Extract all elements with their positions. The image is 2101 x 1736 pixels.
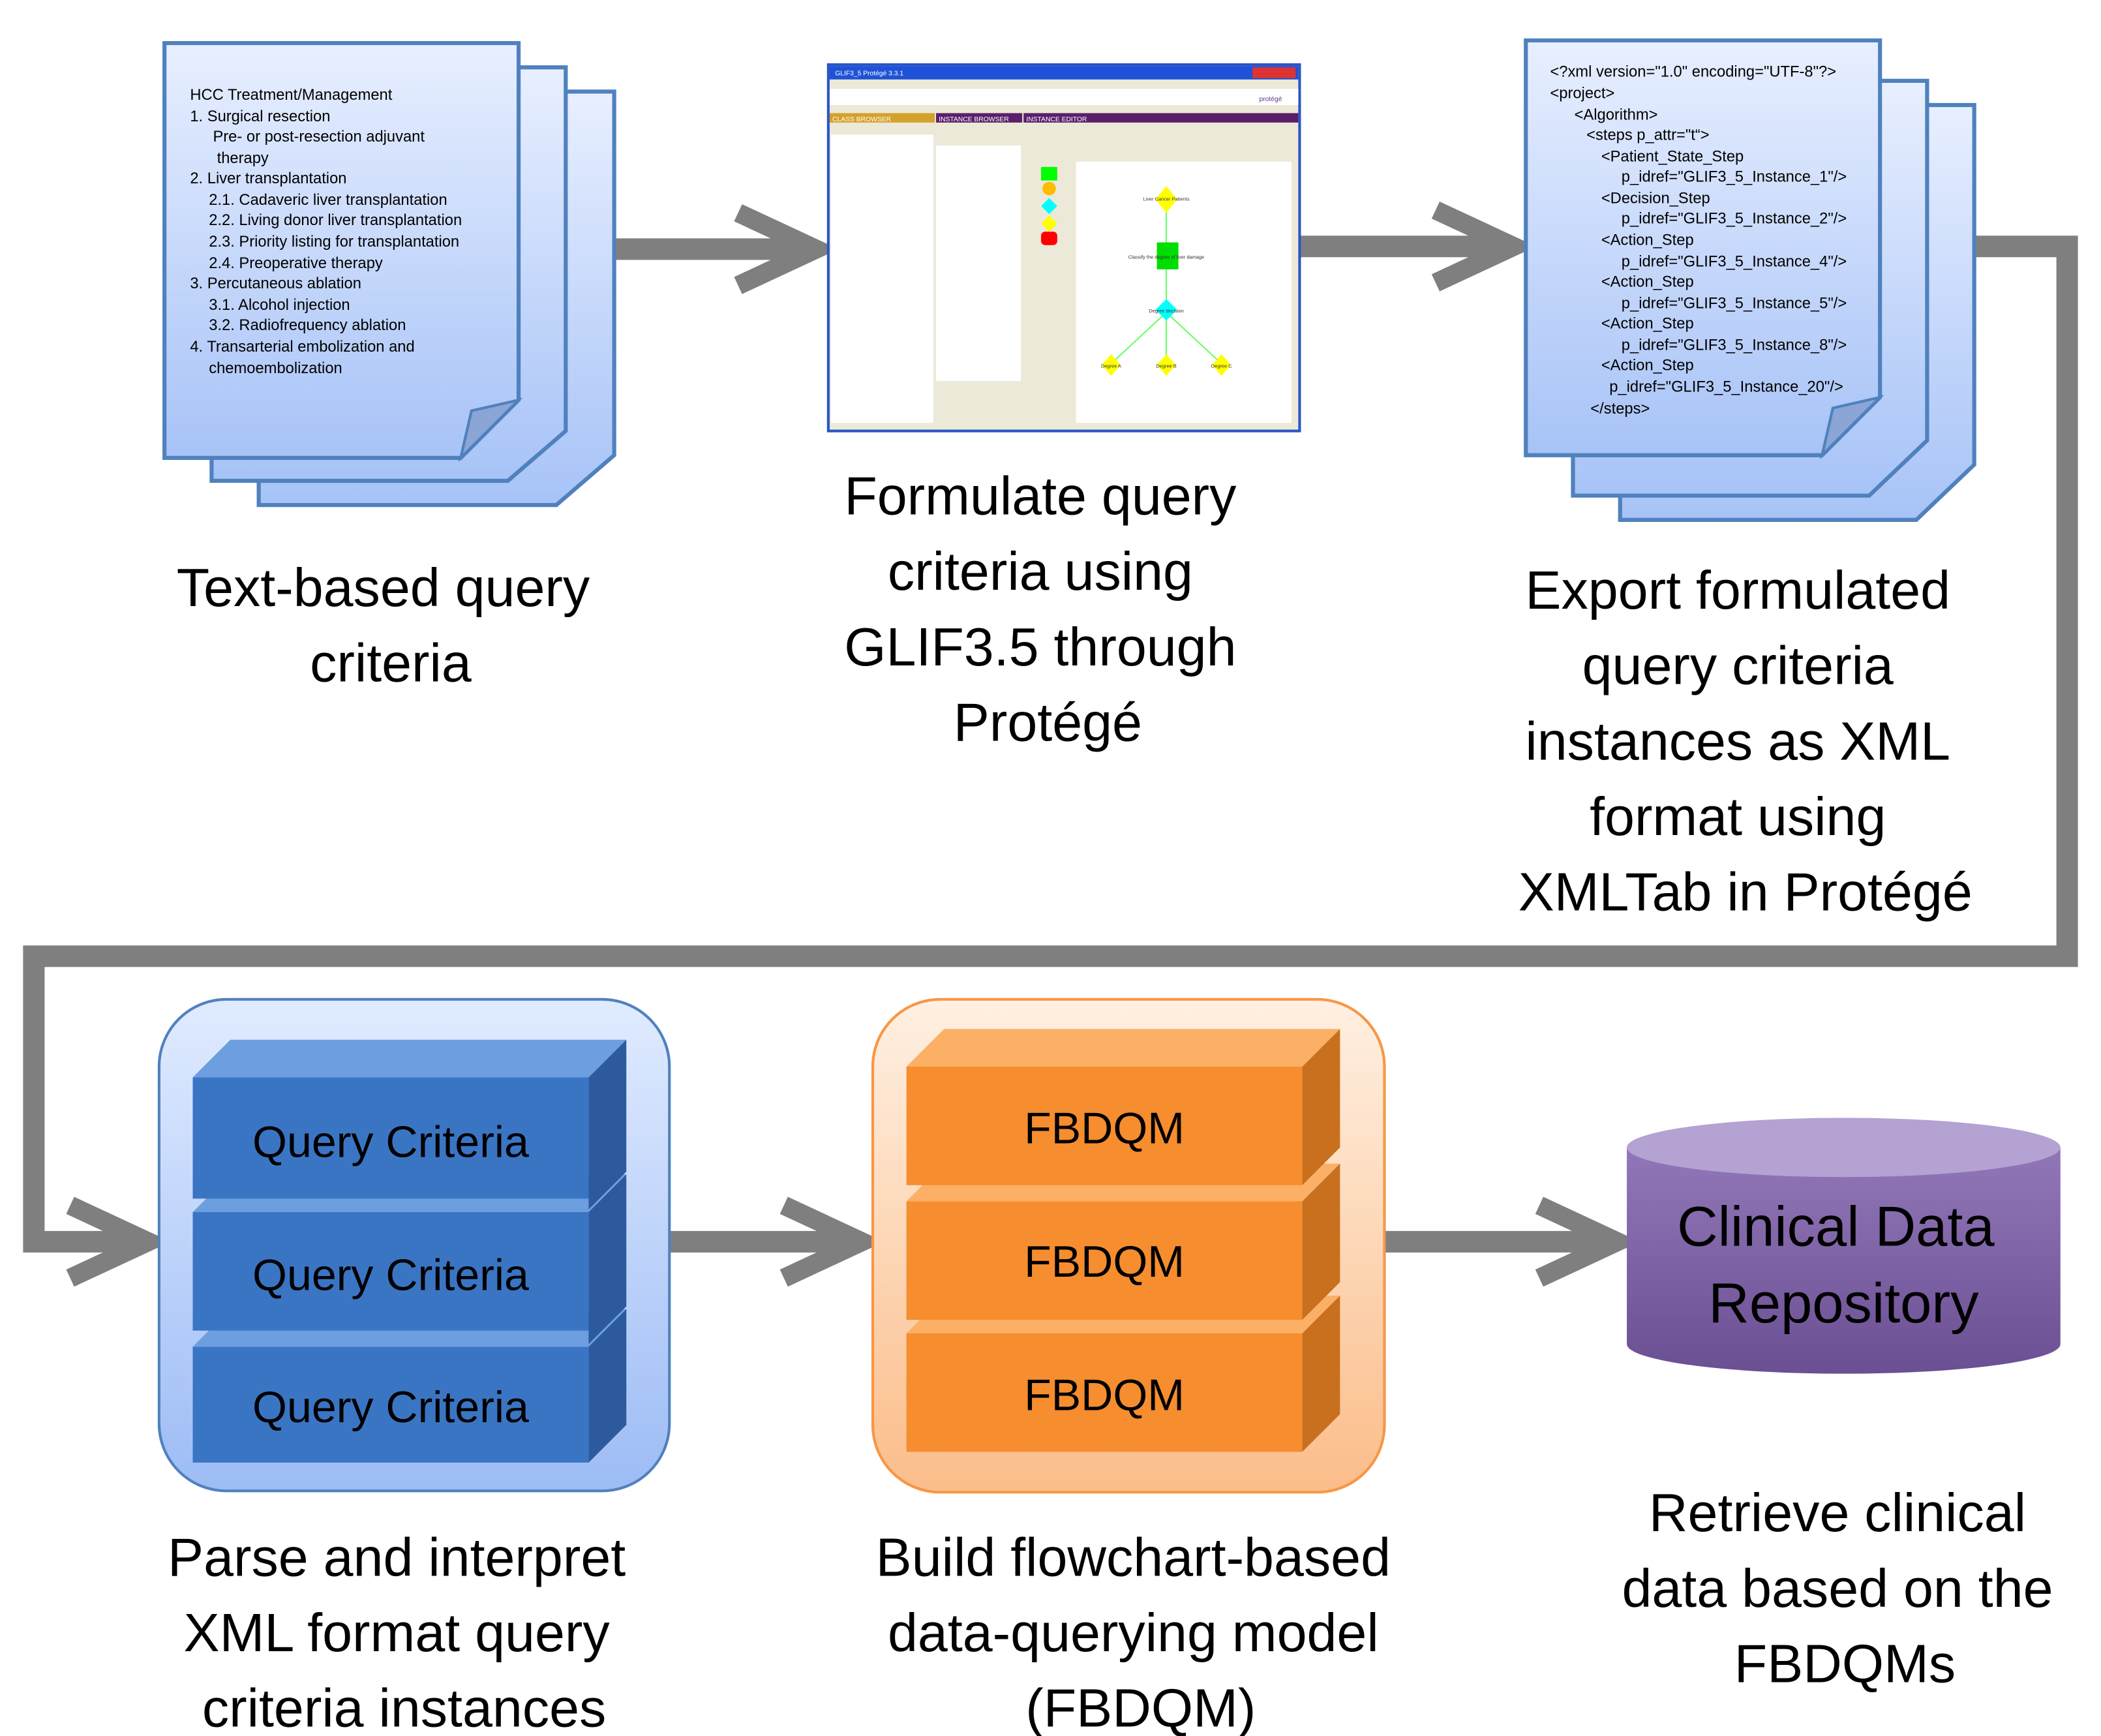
block-label: FBDQM [1024, 1104, 1185, 1153]
arrow-3-to-4 [23, 236, 2078, 1253]
arrow-head-icon [779, 1196, 884, 1287]
text-document-stack: HCC Treatment/Management 1. Surgical res… [162, 40, 616, 508]
query-criteria-group: Query Criteria Query Criteria Query Crit… [157, 997, 671, 1493]
window-title: GLIF3_5 Protégé 3.3.1 [835, 70, 903, 78]
block-label: Query Criteria [252, 1382, 529, 1432]
query-criteria-block: Query Criteria [192, 1039, 627, 1210]
xml-document-stack: <?xml version="1.0" encoding="UTF-8"?> <… [1524, 38, 1976, 522]
query-criteria-block: Query Criteria [192, 1174, 627, 1345]
block-label: Query Criteria [252, 1251, 529, 1300]
block-label: Query Criteria [252, 1117, 529, 1166]
document-text: HCC Treatment/Management 1. Surgical res… [190, 87, 466, 377]
flow-node-label: Degree C [1211, 363, 1232, 369]
flow-node-label: Degree decision [1149, 308, 1184, 314]
step4-caption: Parse and interpret XML format query cri… [168, 1527, 641, 1736]
arrow-head-icon [1535, 1196, 1640, 1287]
arrow-head-icon [66, 1196, 171, 1287]
flow-node-label: Classify the degree of liver damage [1128, 254, 1204, 260]
arrow-head-icon [734, 204, 839, 294]
protege-screenshot: GLIF3_5 Protégé 3.3.1 protégé CLASS BROW… [826, 63, 1301, 433]
panel-header: INSTANCE BROWSER [939, 116, 1009, 123]
step6-caption: Retrieve clinical data based on the FBDQ… [1622, 1483, 2068, 1694]
step5-caption: Build flowchart-based data-querying mode… [876, 1527, 1406, 1736]
panel-header: CLASS BROWSER [832, 116, 891, 123]
fbdqm-block: FBDQM [906, 1295, 1340, 1452]
step1-caption: Text-based query criteria [177, 558, 605, 693]
protege-logo: protégé [1259, 96, 1282, 103]
block-label: FBDQM [1024, 1370, 1185, 1420]
flow-node-label: Degree B [1156, 363, 1176, 369]
xml-text: <?xml version="1.0" encoding="UTF-8"?> <… [1550, 64, 1851, 418]
arrows [23, 201, 2078, 1287]
clinical-data-repository: Clinical Data Repository [1627, 1118, 2061, 1374]
flow-node-label: Liver Cancer Patients [1143, 196, 1190, 202]
arrow-head-icon [1431, 201, 1536, 292]
flow-node-label: Degree A [1101, 363, 1121, 369]
step3-caption: Export formulated query criteria instanc… [1519, 560, 1973, 922]
step2-caption: Formulate query criteria using GLIF3.5 t… [844, 466, 1251, 753]
panel-header: INSTANCE EDITOR [1026, 116, 1087, 123]
fbdqm-group: FBDQM FBDQM FBDQM [871, 997, 1386, 1494]
repository-label: Clinical Data Repository [1677, 1196, 2010, 1335]
fbdqm-block: FBDQM [906, 1163, 1340, 1320]
block-label: FBDQM [1024, 1237, 1185, 1287]
fbdqm-block: FBDQM [906, 1029, 1340, 1185]
query-criteria-block: Query Criteria [192, 1309, 627, 1463]
